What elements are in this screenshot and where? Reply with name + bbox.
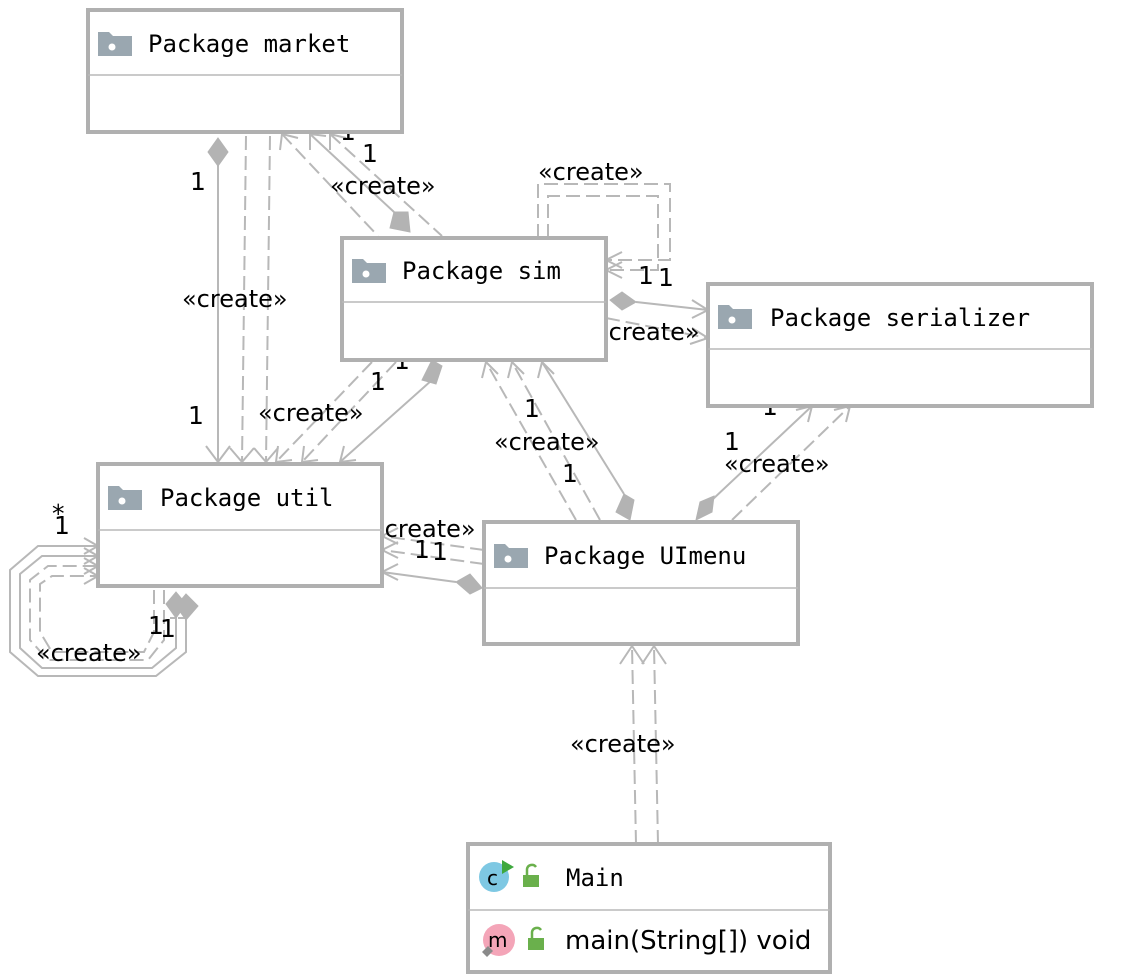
multiplicity-util-self-d: 1 — [160, 614, 176, 643]
multiplicity-uimenu-util-a: 1 — [414, 535, 430, 564]
create-label-sim-serializer: «create» — [594, 318, 700, 346]
multiplicity-uimenu-sim-b: 1 — [562, 459, 578, 488]
package-util[interactable]: Package util — [96, 462, 384, 588]
folder-icon — [718, 305, 752, 329]
multiplicity-sim-util-b: 1 — [370, 367, 386, 396]
multiplicity-market-util-top: 1 — [190, 167, 206, 196]
package-uimenu-title: Package UImenu — [544, 542, 746, 570]
public-lock-icon — [528, 926, 544, 950]
method-row[interactable]: m main(String[]) void — [482, 924, 811, 957]
method-signature: main(String[]) void — [565, 926, 811, 956]
multiplicity-uimenu-sim-a: 1 — [524, 394, 540, 423]
edge-uimenu-util — [379, 527, 485, 595]
create-label-sim-self: «create» — [538, 158, 644, 186]
package-sim[interactable]: Package sim — [340, 236, 608, 362]
multiplicity-util-self-one: 1 — [54, 511, 70, 540]
package-market[interactable]: Package market — [86, 8, 404, 134]
edge-market-util — [205, 135, 279, 464]
folder-icon — [108, 486, 142, 510]
class-badge-letter: c — [487, 866, 498, 890]
multiplicity-sim-self-a: 1 — [638, 261, 654, 290]
package-sim-title: Package sim — [402, 257, 561, 285]
class-icon: c — [479, 860, 514, 892]
class-main[interactable]: c Main m main(String[]) void — [466, 842, 832, 974]
package-market-title: Package market — [148, 30, 350, 58]
folder-icon — [494, 544, 528, 568]
edge-sim-util — [274, 359, 443, 464]
run-arrow-icon — [502, 860, 514, 874]
public-lock-icon — [523, 863, 539, 887]
multiplicity-sim-self-b: 1 — [658, 263, 674, 292]
multiplicity-market-sim-b: 1 — [362, 139, 378, 168]
create-label-uimenu-serializer: «create» — [724, 450, 830, 478]
multiplicity-uimenu-util-b: 1 — [432, 537, 448, 566]
create-label-sim-util: «create» — [258, 399, 364, 427]
edge-util-self — [9, 537, 199, 677]
package-serializer-title: Package serializer — [770, 304, 1030, 332]
create-label-market-util: «create» — [182, 285, 288, 313]
create-label-uimenu-util: «create» — [370, 515, 476, 543]
package-uimenu[interactable]: Package UImenu — [482, 520, 800, 646]
method-icon: m — [482, 924, 515, 957]
multiplicity-util-self-c: 1 — [148, 611, 164, 640]
multiplicity-uimenu-serializer-b: 1 — [724, 427, 740, 456]
package-serializer[interactable]: Package serializer — [706, 282, 1094, 408]
create-label-uimenu-sim: «create» — [494, 428, 600, 456]
package-util-title: Package util — [160, 484, 333, 512]
create-label-util-self: «create» — [36, 639, 142, 667]
create-label-main-uimenu: «create» — [570, 730, 676, 758]
folder-icon — [98, 32, 132, 56]
multiplicity-market-util-bottom: 1 — [188, 401, 204, 430]
multiplicity-util-self-many: * — [52, 499, 65, 528]
create-label-market-sim: «create» — [330, 172, 436, 200]
class-main-name: Main — [566, 864, 624, 892]
folder-icon — [352, 259, 386, 283]
method-badge-letter: m — [488, 928, 507, 952]
